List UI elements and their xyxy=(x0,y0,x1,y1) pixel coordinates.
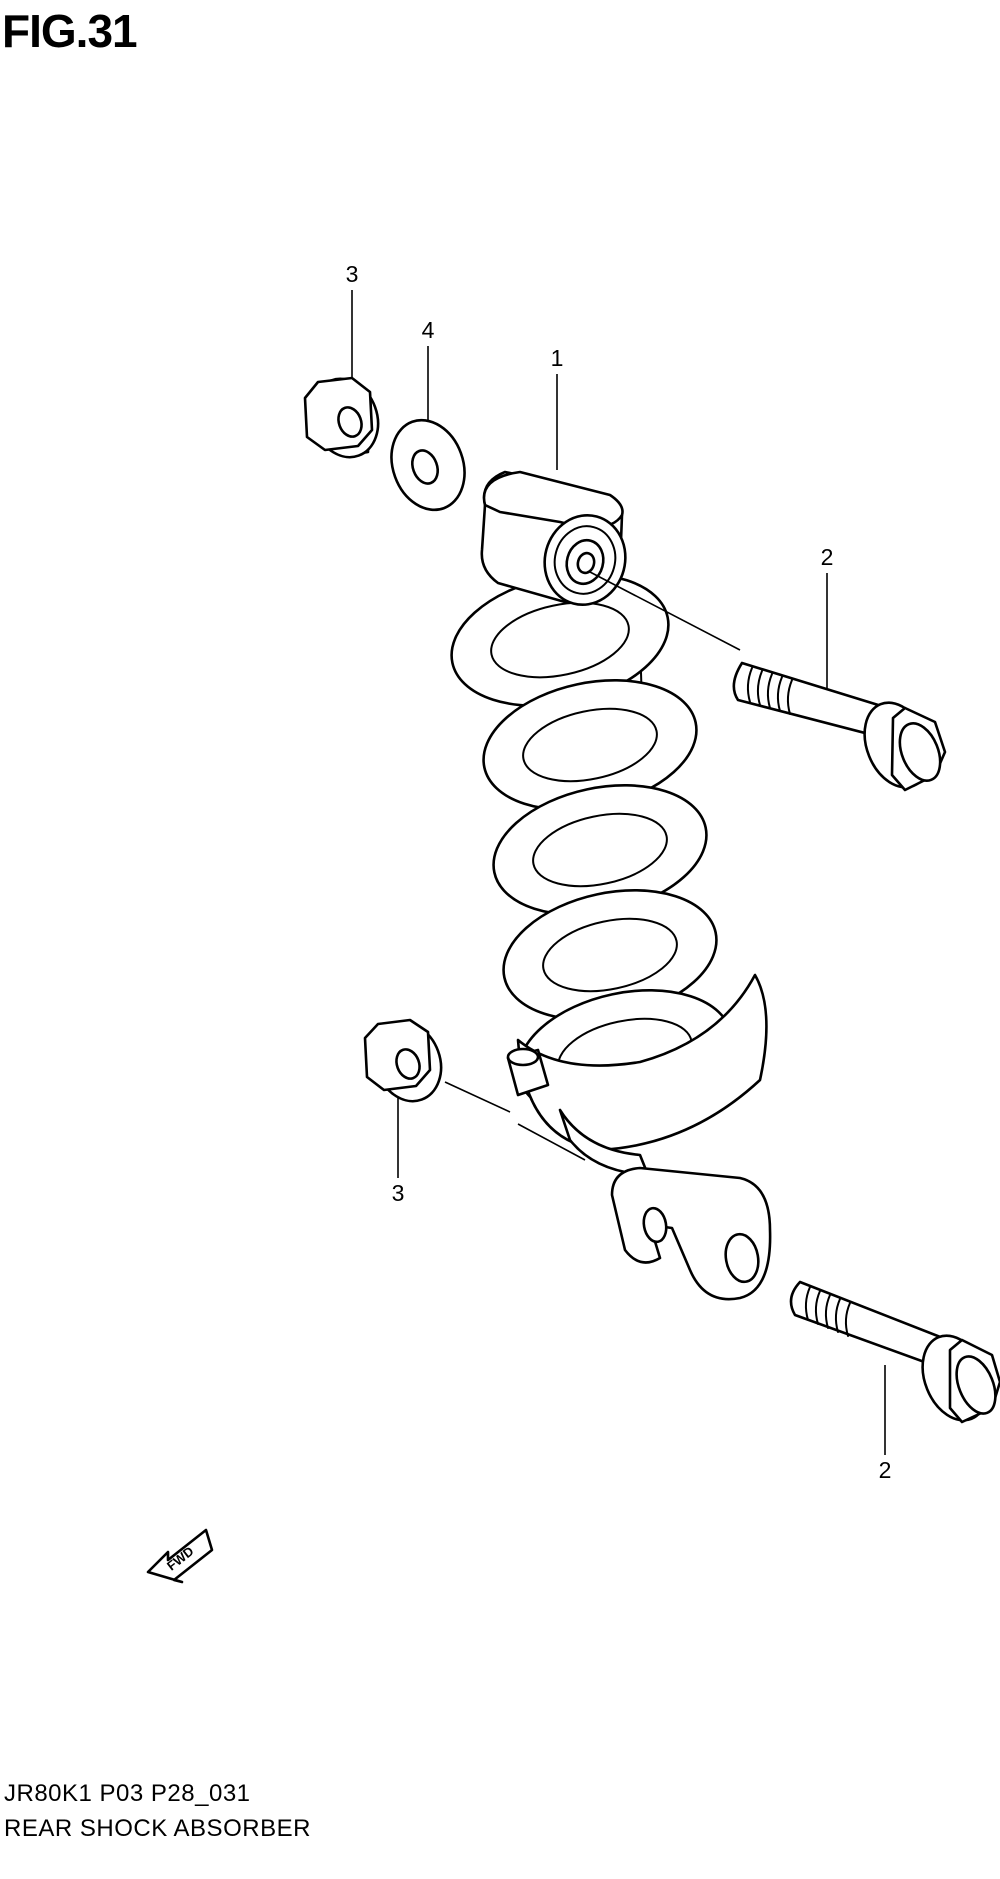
forward-arrow-icon: FWD xyxy=(146,1528,214,1584)
leader-lines xyxy=(351,290,886,1455)
flange-nut-lower[interactable] xyxy=(363,1013,452,1110)
flange-bolt-upper[interactable] xyxy=(732,661,948,797)
flange-bolt-lower[interactable] xyxy=(789,1280,1000,1430)
callout-nut-lower: 3 xyxy=(392,1180,405,1206)
drawing-code: JR80K1 P03 P28_031 xyxy=(4,1780,251,1807)
callout-nut-upper: 3 xyxy=(346,261,359,287)
callout-bolt-upper: 2 xyxy=(821,544,834,570)
figure-name: REAR SHOCK ABSORBER xyxy=(4,1815,311,1842)
callout-washer: 4 xyxy=(422,317,435,343)
flange-nut-upper[interactable] xyxy=(301,369,389,466)
rear-shock-absorber[interactable] xyxy=(439,470,772,1301)
callout-shock-absorber: 1 xyxy=(551,345,564,371)
callout-bolt-lower: 2 xyxy=(879,1457,892,1483)
figure-title: FIG.31 xyxy=(2,5,138,57)
washer[interactable] xyxy=(379,410,476,520)
